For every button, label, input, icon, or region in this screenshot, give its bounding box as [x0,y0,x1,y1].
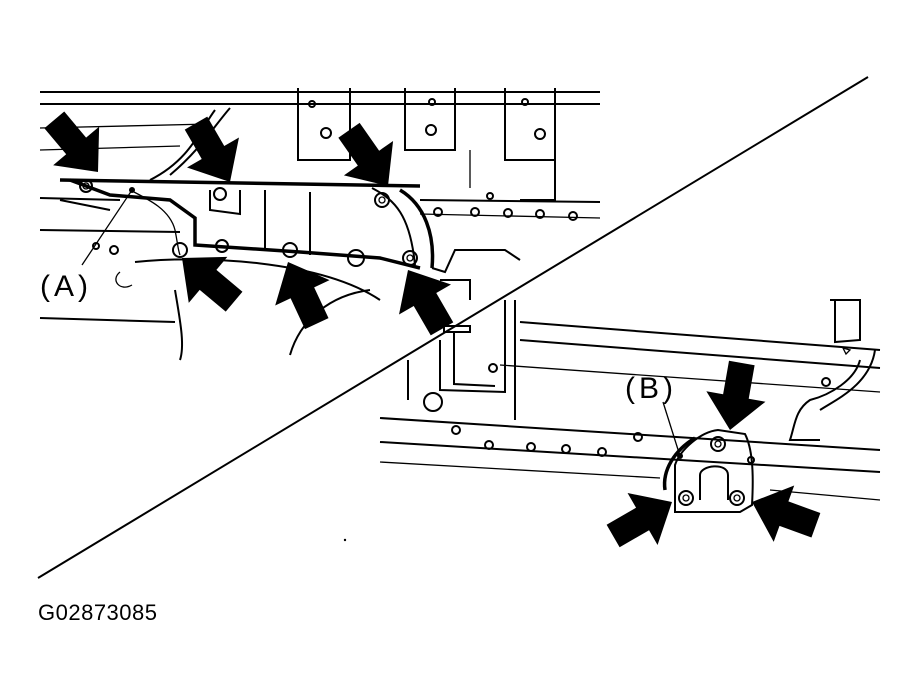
arrow-icon [31,100,121,192]
upper-view [39,88,601,361]
callout-b-label: (B) [625,372,677,405]
arrow-icon [741,473,827,554]
lower-view [379,299,881,513]
arrow-icon [260,249,344,337]
view-divider [37,76,869,579]
callout-a-label: (A) [40,270,92,303]
fastener-arrows-upper [31,100,468,344]
figure-code: G02873085 [38,600,158,625]
arrow-icon [324,113,413,204]
arrow-icon [382,255,468,344]
arrow-icon [700,357,772,436]
arrow-icon [598,476,687,562]
